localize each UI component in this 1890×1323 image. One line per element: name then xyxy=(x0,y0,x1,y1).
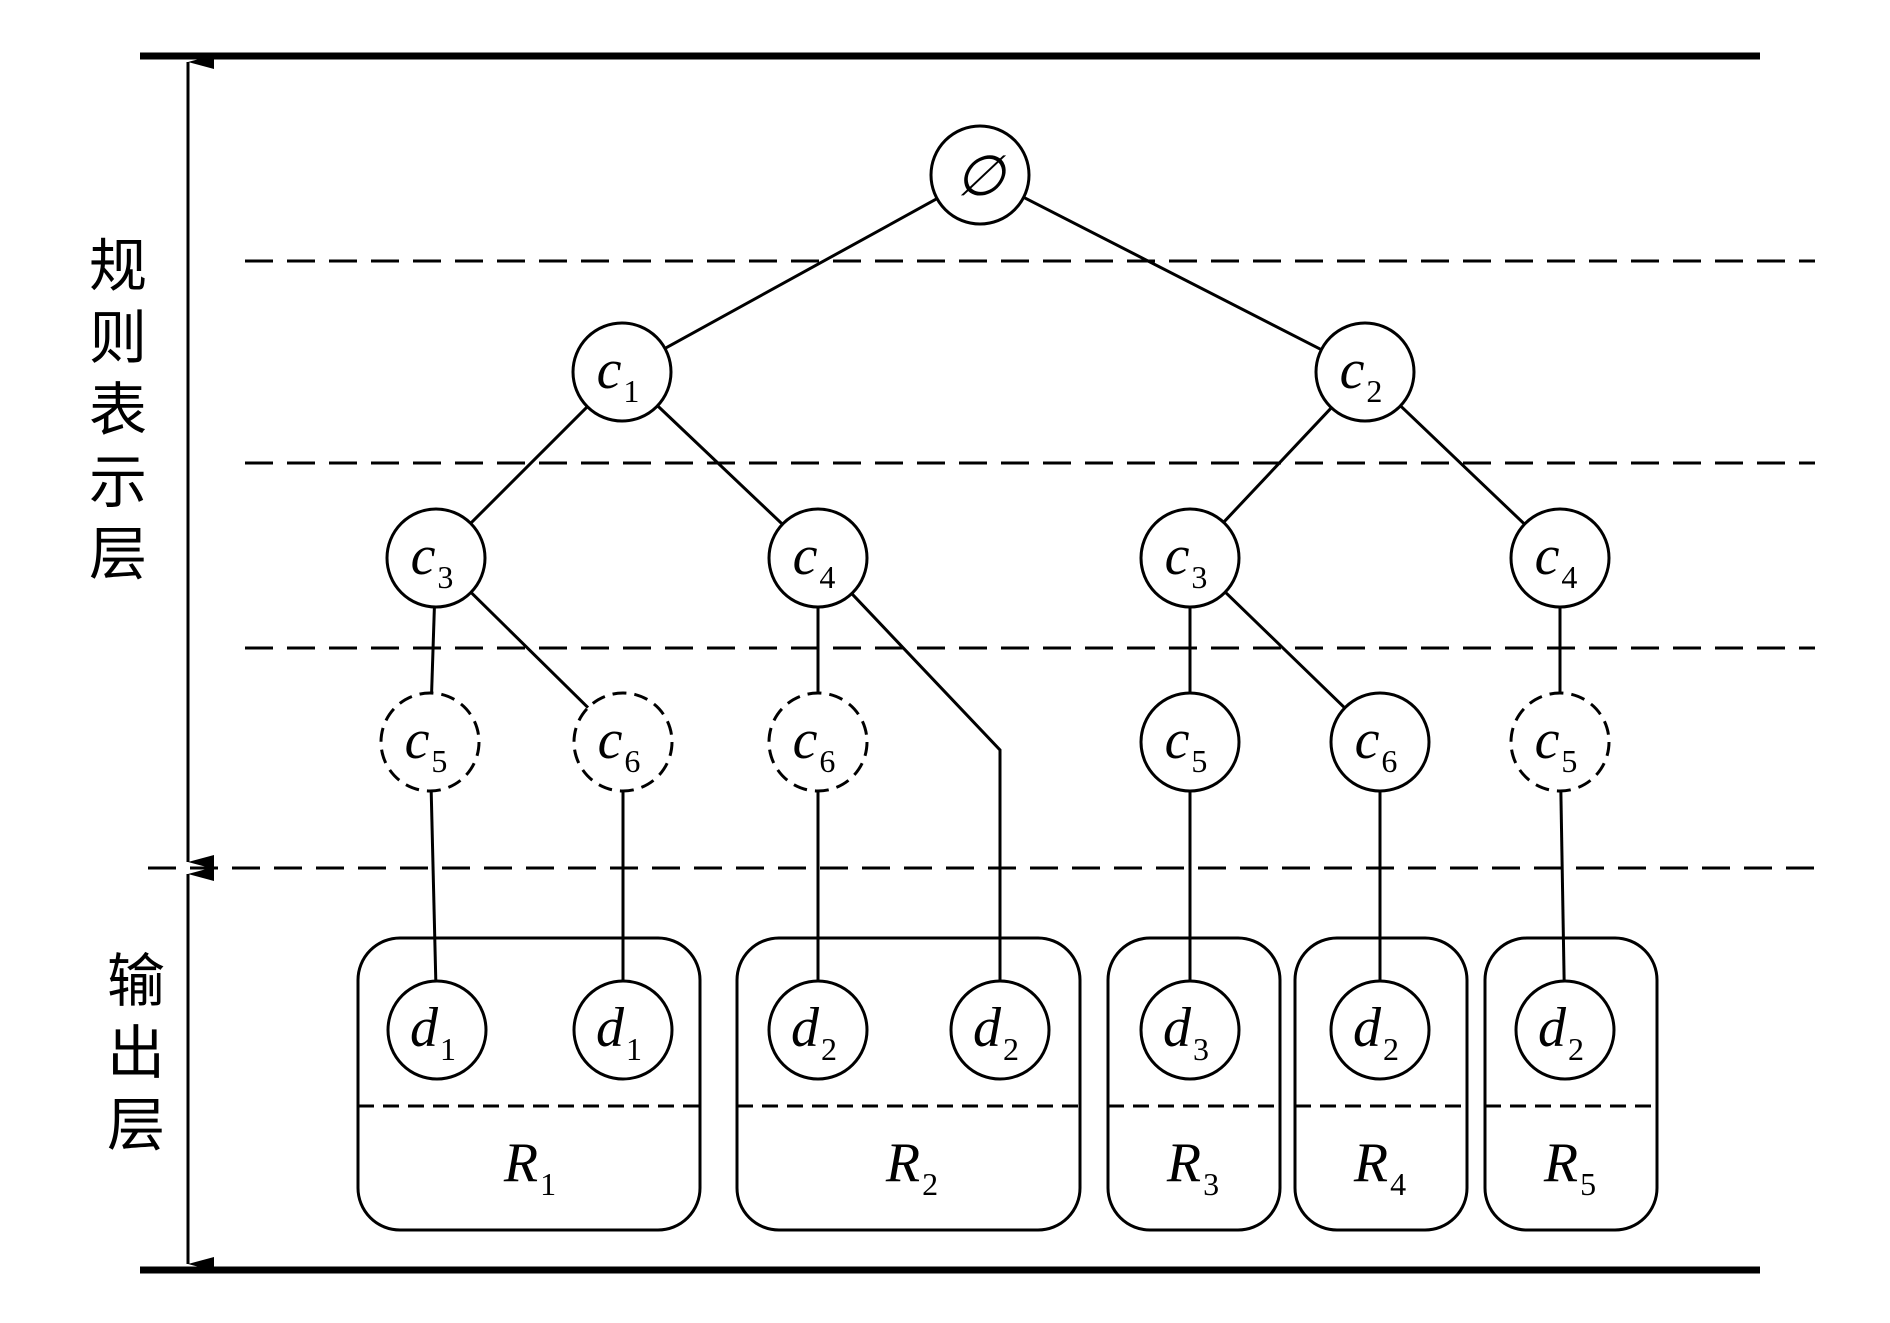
edge-c3a-c6a xyxy=(469,591,590,709)
edge-c1-c3a xyxy=(469,405,589,525)
decision-label-d1b: d1 xyxy=(596,997,642,1067)
condition-node-c5c: c5 xyxy=(1509,691,1611,793)
condition-label-c6c: c6 xyxy=(1355,709,1398,779)
edge-c3a-c5a xyxy=(430,606,436,694)
edge-c2-c4b xyxy=(1399,404,1526,526)
condition-label-c6b: c6 xyxy=(793,709,836,779)
rule-box-r5: R5 xyxy=(1483,936,1659,1232)
condition-node-c4a: c4 xyxy=(767,507,869,609)
condition-label-c5a: c5 xyxy=(405,709,448,779)
rule-box-r3: R3 xyxy=(1106,936,1282,1232)
rule-boxes: R1 R2 R3 R4 R5 xyxy=(356,936,1659,1232)
decision-label-d2b: d2 xyxy=(973,997,1019,1067)
root-node: ∅ xyxy=(929,124,1031,226)
edge-c4a-d2b xyxy=(850,592,1002,981)
edge-root-c2 xyxy=(1022,195,1323,352)
condition-node-c5b: c5 xyxy=(1139,691,1241,793)
condition-label-c3a: c3 xyxy=(411,525,454,595)
rule-label-r5: R5 xyxy=(1543,1132,1596,1202)
rule-layer-label: 规则表示层 xyxy=(88,232,147,588)
decision-label-d1a: d1 xyxy=(410,997,456,1067)
rule-label-r2: R2 xyxy=(885,1132,938,1202)
rule-label-r1: R1 xyxy=(503,1132,556,1202)
decision-node-d2a: d2 xyxy=(767,979,869,1081)
edge-c3b-c6c xyxy=(1224,591,1346,709)
rule-label-r3: R3 xyxy=(1166,1132,1219,1202)
condition-node-c6b: c6 xyxy=(767,691,869,793)
condition-label-c4b: c4 xyxy=(1535,525,1578,595)
decision-label-d2c: d2 xyxy=(1353,997,1399,1067)
output-layer-label: 输出层 xyxy=(106,947,165,1159)
condition-node-c3a: c3 xyxy=(385,507,487,609)
condition-label-c2: c2 xyxy=(1340,339,1383,409)
condition-node-c6a: c6 xyxy=(572,691,674,793)
edge-root-c1 xyxy=(664,197,938,350)
condition-node-c4b: c4 xyxy=(1509,507,1611,609)
decision-node-d1a: d1 xyxy=(386,979,488,1081)
decision-node-d2b: d2 xyxy=(949,979,1051,1081)
rule-box-r2: R2 xyxy=(735,936,1082,1232)
decision-label-d2a: d2 xyxy=(791,997,837,1067)
edge-c1-c4a xyxy=(656,404,784,526)
condition-label-c4a: c4 xyxy=(793,525,836,595)
condition-node-c5a: c5 xyxy=(379,691,481,793)
condition-label-c5b: c5 xyxy=(1165,709,1208,779)
rule-label-r4: R4 xyxy=(1353,1132,1406,1202)
edge-c2-c3b xyxy=(1222,406,1333,524)
condition-label-c6a: c6 xyxy=(598,709,641,779)
edge-c5a-d1a xyxy=(429,790,438,982)
condition-label-c5c: c5 xyxy=(1535,709,1578,779)
decision-label-d2d: d2 xyxy=(1538,997,1584,1067)
rule-box-r4: R4 xyxy=(1293,936,1469,1232)
edge-c5c-d2d xyxy=(1559,790,1566,982)
condition-node-c2: c2 xyxy=(1314,321,1416,423)
decision-node-d2c: d2 xyxy=(1329,979,1431,1081)
condition-label-c1: c1 xyxy=(597,339,640,409)
condition-label-c3b: c3 xyxy=(1165,525,1208,595)
condition-node-c1: c1 xyxy=(571,321,673,423)
decision-node-d2d: d2 xyxy=(1514,979,1616,1081)
rule-box-r1: R1 xyxy=(356,936,702,1232)
condition-node-c3b: c3 xyxy=(1139,507,1241,609)
level-separators xyxy=(148,259,1815,870)
decision-label-d3: d3 xyxy=(1163,997,1209,1067)
root-label: ∅ xyxy=(956,146,1007,208)
tree-edges xyxy=(429,195,1566,982)
tree-nodes: ∅ c1 c2 c3 c4 c3 c4 c5 c6 c6 c5 c6 c5 d1 d1 d2 d2 d3 d2 d2 xyxy=(379,124,1616,1081)
decision-node-d3: d3 xyxy=(1139,979,1241,1081)
condition-node-c6c: c6 xyxy=(1329,691,1431,793)
decision-node-d1b: d1 xyxy=(572,979,674,1081)
